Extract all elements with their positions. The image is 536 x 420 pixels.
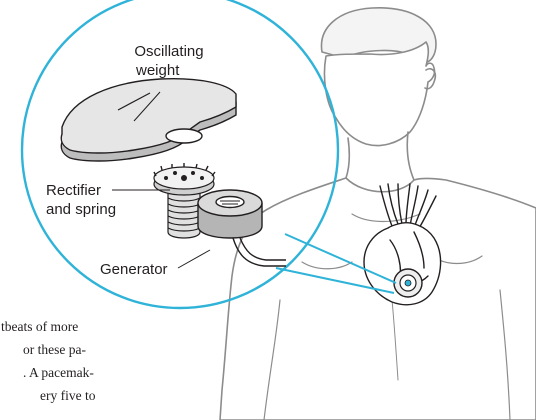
label-generator-text: Generator (100, 261, 168, 278)
label-oscillating-weight: Oscillating weight (128, 42, 210, 80)
torso-outline (220, 178, 536, 420)
article-line-3: . A pacemak- (23, 362, 94, 383)
label-rectifier-line1: Rectifier (46, 181, 116, 200)
article-line-2: or these pa- (23, 339, 86, 360)
label-generator: Generator (100, 260, 168, 279)
human-torso (220, 8, 536, 420)
article-line-1: tbeats of more (1, 316, 78, 337)
head (324, 42, 434, 146)
label-oscillating-weight-line2: weight (128, 61, 210, 80)
label-rectifier-and-spring: Rectifier and spring (46, 181, 116, 219)
leader-generator (178, 250, 210, 268)
oscillating-weight (61, 79, 236, 161)
label-rectifier-line2: and spring (46, 200, 116, 219)
label-oscillating-weight-line1: Oscillating (128, 42, 210, 61)
pacemaker-device (394, 269, 422, 297)
article-line-4: ery five to (40, 385, 95, 406)
